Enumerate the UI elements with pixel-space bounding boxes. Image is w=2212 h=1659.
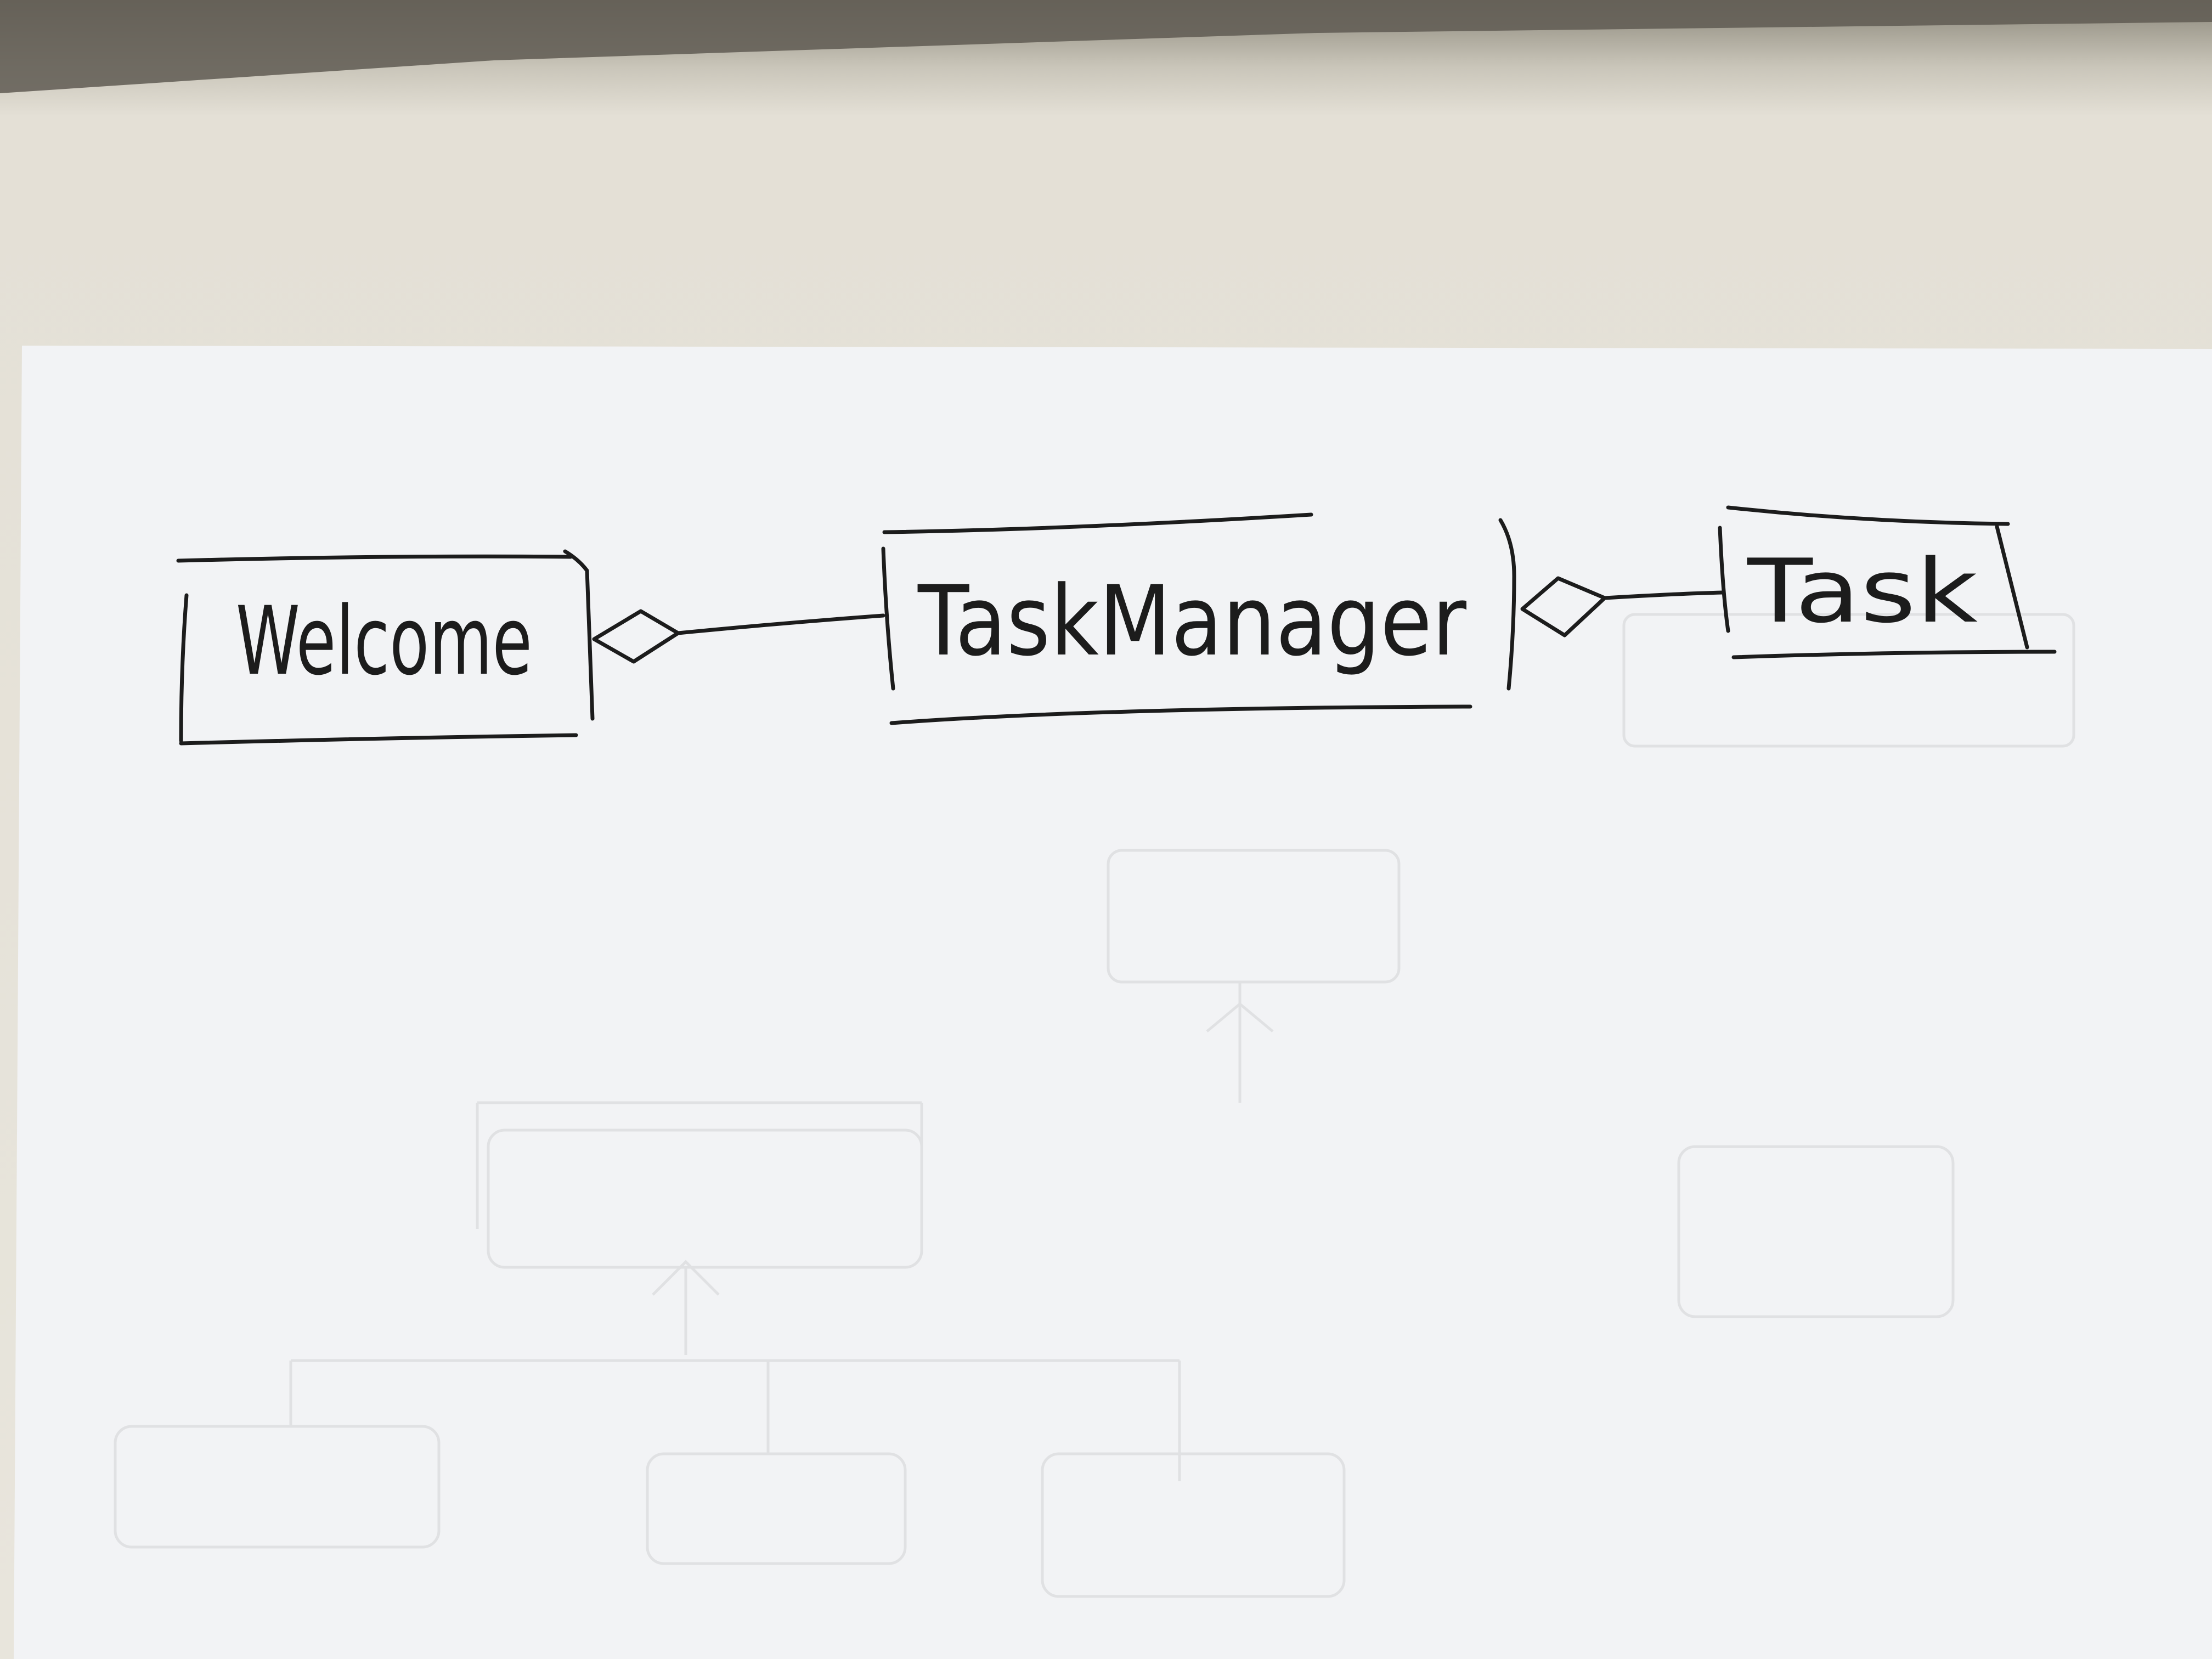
aggregation-welcome-taskmanager <box>592 609 885 664</box>
class-label-welcome: Welcome <box>236 586 532 696</box>
show-through-sketch <box>114 613 2075 1598</box>
class-box-taskmanager <box>881 512 1516 725</box>
association-line <box>676 613 885 635</box>
class-box-welcome <box>176 549 595 746</box>
aggregation-taskmanager-task <box>1520 576 1725 637</box>
dark-object-top <box>0 0 2212 93</box>
class-box-task <box>1718 505 2057 659</box>
association-line <box>1602 590 1725 600</box>
paper-sheet <box>14 346 2212 1659</box>
class-label-taskmanager: TaskManager <box>917 565 1466 678</box>
class-label-task: Task <box>1747 540 1978 642</box>
